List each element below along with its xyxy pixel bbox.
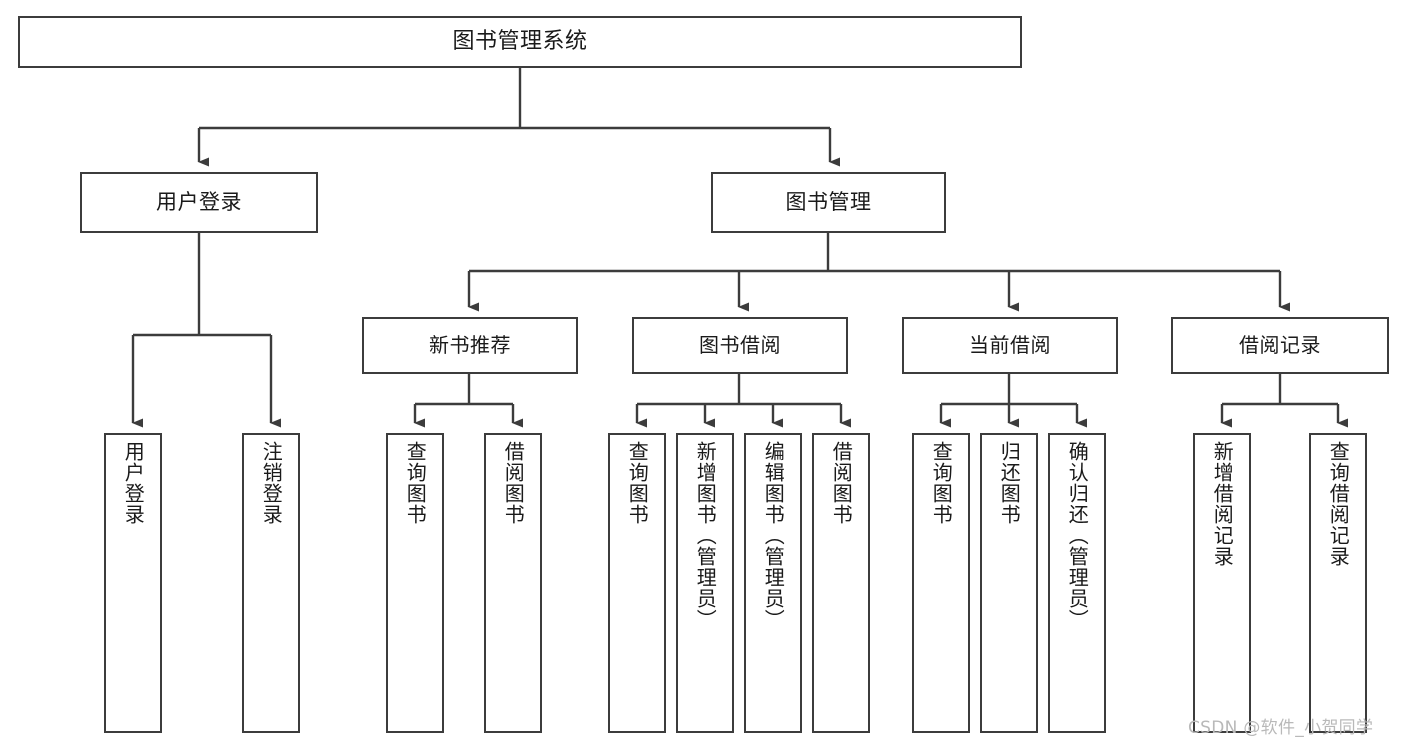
node-borrow-record[interactable]: 借阅记录 — [1171, 317, 1389, 374]
leaf-user-login-signin[interactable]: 用户登录 — [104, 433, 162, 733]
leaf-current-return-book[interactable]: 归还图书 — [980, 433, 1038, 733]
leaf-label: 注销登录 — [259, 441, 284, 525]
node-label: 借阅记录 — [1239, 333, 1321, 357]
node-label: 新书推荐 — [429, 333, 511, 357]
leaf-label: 归还图书 — [997, 441, 1022, 525]
node-label: 图书借阅 — [699, 333, 781, 357]
leaf-label: 查询借阅记录 — [1326, 441, 1351, 567]
leaf-label: 查询图书 — [403, 441, 428, 525]
leaf-label: 借阅图书 — [829, 441, 854, 525]
leaf-current-confirm-return[interactable]: 确认归还（管理员） — [1048, 433, 1106, 733]
node-root-system[interactable]: 图书管理系统 — [18, 16, 1022, 68]
node-new-book-recommend[interactable]: 新书推荐 — [362, 317, 578, 374]
node-label: 用户登录 — [156, 190, 242, 215]
leaf-borrow-borrow-book[interactable]: 借阅图书 — [812, 433, 870, 733]
node-label: 图书管理 — [785, 190, 872, 215]
node-book-management[interactable]: 图书管理 — [711, 172, 946, 233]
leaf-borrow-edit-book[interactable]: 编辑图书（管理员） — [744, 433, 802, 733]
node-current-borrow[interactable]: 当前借阅 — [902, 317, 1118, 374]
leaf-current-query-book[interactable]: 查询图书 — [912, 433, 970, 733]
node-label: 当前借阅 — [969, 333, 1051, 357]
leaf-borrow-query-book[interactable]: 查询图书 — [608, 433, 666, 733]
leaf-record-add-record[interactable]: 新增借阅记录 — [1193, 433, 1251, 733]
node-user-login[interactable]: 用户登录 — [80, 172, 318, 233]
leaf-label: 用户登录 — [121, 441, 146, 525]
leaf-borrow-add-book[interactable]: 新增图书（管理员） — [676, 433, 734, 733]
leaf-label: 新增图书（管理员） — [693, 441, 718, 630]
leaf-label: 查询图书 — [625, 441, 650, 525]
leaf-recommend-borrow-book[interactable]: 借阅图书 — [484, 433, 542, 733]
node-label: 图书管理系统 — [452, 29, 588, 55]
leaf-user-login-signout[interactable]: 注销登录 — [242, 433, 300, 733]
leaf-label: 查询图书 — [929, 441, 954, 525]
leaf-label: 新增借阅记录 — [1210, 441, 1235, 567]
node-book-borrow[interactable]: 图书借阅 — [632, 317, 848, 374]
leaf-record-query-record[interactable]: 查询借阅记录 — [1309, 433, 1367, 733]
leaf-label: 确认归还（管理员） — [1065, 441, 1090, 630]
leaf-recommend-query-book[interactable]: 查询图书 — [386, 433, 444, 733]
leaf-label: 借阅图书 — [501, 441, 526, 525]
csdn-watermark: CSDN @软件_小贺同学 — [1188, 718, 1374, 738]
leaf-label: 编辑图书（管理员） — [761, 441, 786, 630]
